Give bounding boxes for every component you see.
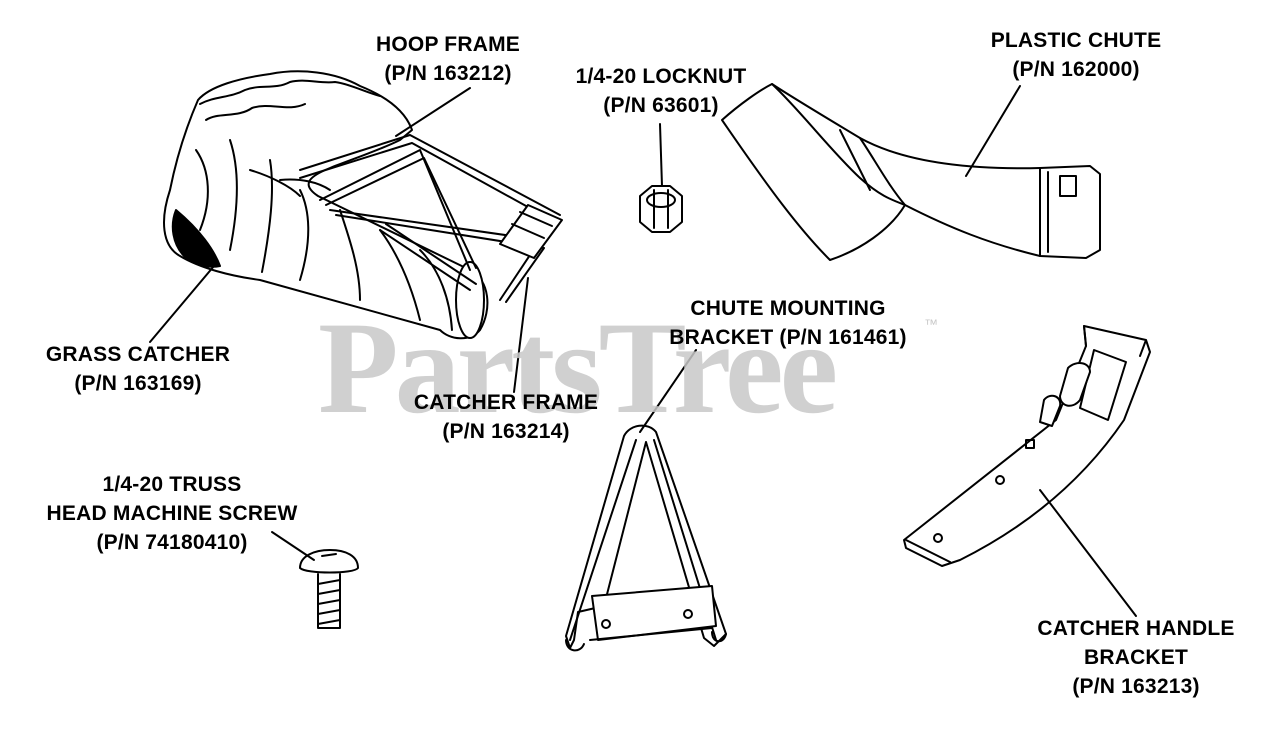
watermark: PartsTree (318, 294, 838, 441)
label-catcher-handle-bracket-line2: BRACKET (1083, 646, 1189, 669)
locknut-drawing (639, 185, 683, 233)
leader-catcher-handle-bracket (1039, 489, 1137, 617)
label-grass-catcher-pn: (P/N 163169) (74, 372, 202, 395)
label-plastic-chute: PLASTIC CHUTE (P/N 162000) (966, 26, 1186, 84)
leader-plastic-chute (965, 85, 1021, 177)
label-catcher-frame-name: CATCHER FRAME (413, 391, 599, 414)
leader-locknut (659, 123, 663, 187)
label-plastic-chute-name: PLASTIC CHUTE (990, 29, 1162, 52)
leader-catcher-frame (513, 277, 529, 393)
label-truss-screw-line2: HEAD MACHINE SCREW (46, 502, 298, 525)
label-chute-mounting-bracket-line1: CHUTE MOUNTING (690, 297, 886, 320)
label-catcher-handle-bracket-line1: CATCHER HANDLE (1037, 617, 1235, 640)
label-plastic-chute-pn: (P/N 162000) (1012, 58, 1140, 81)
leader-grass-catcher (149, 265, 215, 343)
label-catcher-frame: CATCHER FRAME (P/N 163214) (396, 388, 616, 446)
label-grass-catcher-name: GRASS CATCHER (45, 343, 231, 366)
chute-mounting-bracket-drawing (565, 424, 727, 652)
label-locknut-name: 1/4-20 LOCKNUT (575, 65, 747, 88)
label-truss-screw: 1/4-20 TRUSS HEAD MACHINE SCREW (P/N 741… (22, 470, 322, 557)
label-hoop-frame-name: HOOP FRAME (376, 33, 520, 56)
leader-truss-screw (271, 531, 315, 561)
label-hoop-frame: HOOP FRAME (P/N 163212) (348, 30, 548, 88)
catcher-frame-drawing (299, 134, 563, 303)
label-hoop-frame-pn: (P/N 163212) (384, 62, 512, 85)
label-locknut-pn: (P/N 63601) (603, 94, 719, 117)
catcher-handle-bracket-drawing (903, 325, 1151, 567)
truss-screw-drawing (299, 549, 359, 629)
watermark-trademark: ™ (924, 316, 938, 332)
label-locknut: 1/4-20 LOCKNUT (P/N 63601) (556, 62, 766, 120)
label-chute-mounting-bracket-line2: BRACKET (P/N 161461) (669, 326, 907, 349)
label-catcher-frame-pn: (P/N 163214) (442, 420, 570, 443)
label-catcher-handle-bracket: CATCHER HANDLE BRACKET (P/N 163213) (1012, 614, 1260, 701)
plastic-chute-drawing (721, 83, 1101, 261)
label-truss-screw-line1: 1/4-20 TRUSS (102, 473, 242, 496)
label-grass-catcher: GRASS CATCHER (P/N 163169) (26, 340, 250, 398)
label-chute-mounting-bracket: CHUTE MOUNTING BRACKET (P/N 161461) (646, 294, 930, 352)
label-catcher-handle-bracket-pn: (P/N 163213) (1072, 675, 1200, 698)
leader-chute-mounting-bracket (639, 349, 697, 433)
leader-hoop-frame (395, 87, 471, 137)
leader-lines (149, 85, 1137, 617)
label-truss-screw-pn: (P/N 74180410) (96, 531, 248, 554)
